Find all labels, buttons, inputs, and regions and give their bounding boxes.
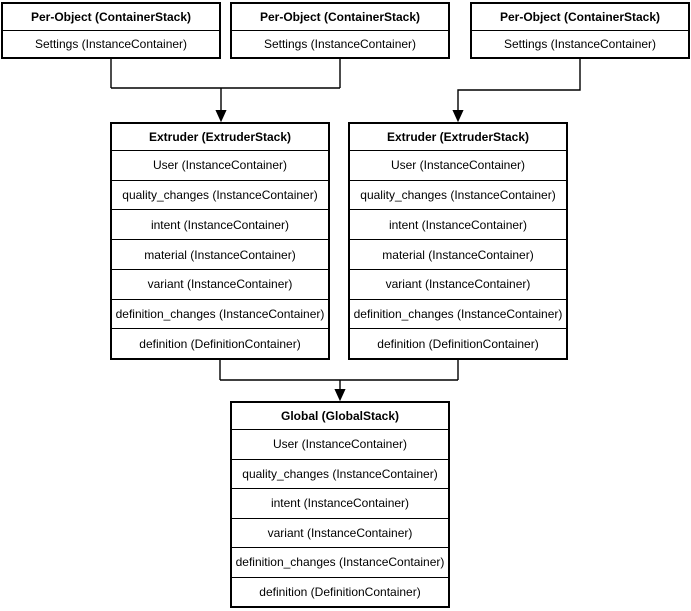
- container-row: intent (InstanceContainer): [232, 488, 448, 518]
- container-row: definition (DefinitionContainer): [232, 576, 448, 607]
- container-row: definition_changes (InstanceContainer): [112, 298, 328, 329]
- container-row: definition (DefinitionContainer): [350, 328, 566, 358]
- container-row: variant (InstanceContainer): [112, 268, 328, 299]
- container-row: User (InstanceContainer): [112, 150, 328, 180]
- container-row: material (InstanceContainer): [350, 239, 566, 269]
- container-row: variant (InstanceContainer): [350, 268, 566, 299]
- node-title: Per-Object (ContainerStack): [259, 10, 421, 24]
- node-extruder-left: Extruder (ExtruderStack) User (InstanceC…: [110, 122, 330, 360]
- container-row: quality_changes (InstanceContainer): [232, 458, 448, 489]
- container-row: intent (InstanceContainer): [112, 209, 328, 239]
- container-row: intent (InstanceContainer): [350, 209, 566, 239]
- connector-per-object-to-extruder-right: [452, 59, 581, 123]
- container-row: User (InstanceContainer): [232, 429, 448, 459]
- node-title: Per-Object (ContainerStack): [499, 10, 661, 24]
- container-row: definition_changes (InstanceContainer): [350, 298, 566, 329]
- node-global: Global (GlobalStack) User (InstanceConta…: [230, 401, 450, 608]
- arrow-down-icon: [334, 389, 346, 402]
- container-row: Settings (InstanceContainer): [232, 30, 448, 57]
- container-row: quality_changes (InstanceContainer): [112, 179, 328, 210]
- node-title: Per-Object (ContainerStack): [30, 10, 192, 24]
- container-row: material (InstanceContainer): [112, 239, 328, 269]
- connector-extruders-to-global: [219, 359, 459, 402]
- node-per-object-1: Per-Object (ContainerStack) Settings (In…: [1, 2, 221, 59]
- container-row: Settings (InstanceContainer): [3, 30, 219, 57]
- node-per-object-3: Per-Object (ContainerStack) Settings (In…: [470, 2, 690, 59]
- connector-per-objects-to-extruder-left: [110, 59, 341, 123]
- container-row: definition (DefinitionContainer): [112, 328, 328, 358]
- node-title: Extruder (ExtruderStack): [148, 130, 292, 144]
- arrow-down-icon: [215, 110, 227, 123]
- node-title: Extruder (ExtruderStack): [386, 130, 530, 144]
- container-row: definition_changes (InstanceContainer): [232, 547, 448, 577]
- arrow-down-icon: [452, 110, 464, 123]
- node-per-object-2: Per-Object (ContainerStack) Settings (In…: [230, 2, 450, 59]
- container-row: variant (InstanceContainer): [232, 517, 448, 548]
- container-row: quality_changes (InstanceContainer): [350, 179, 566, 210]
- container-row: Settings (InstanceContainer): [472, 30, 688, 57]
- node-extruder-right: Extruder (ExtruderStack) User (InstanceC…: [348, 122, 568, 360]
- container-row: User (InstanceContainer): [350, 150, 566, 180]
- node-title: Global (GlobalStack): [280, 409, 400, 423]
